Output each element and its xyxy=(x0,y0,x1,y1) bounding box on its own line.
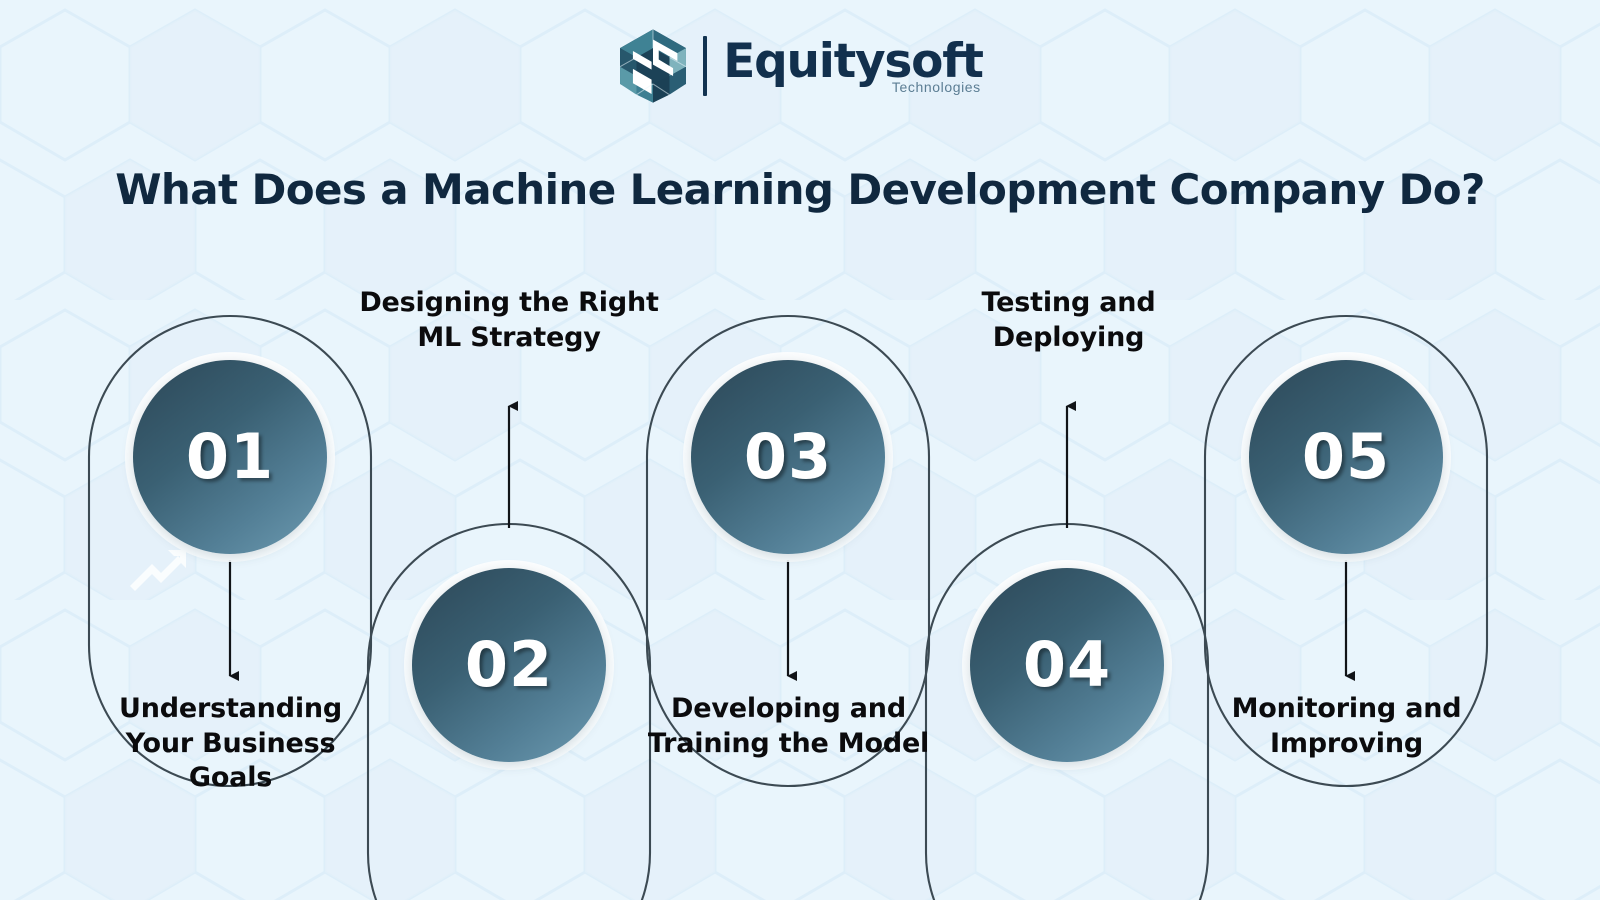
step-node-02[interactable]: 02 xyxy=(404,560,614,770)
logo-sub-wordmark: Technologies xyxy=(891,79,981,95)
step-label-02: Designing the Right ML Strategy xyxy=(359,287,659,353)
step-number: 05 xyxy=(1301,420,1391,493)
step-label-05: Monitoring and Improving xyxy=(1231,693,1462,759)
step-node-01[interactable]: 01 xyxy=(125,352,335,562)
brand-logo: Equitysoft Technologies xyxy=(0,26,1600,106)
step-number: 03 xyxy=(743,420,833,493)
step-node-04[interactable]: 04 xyxy=(962,560,1172,770)
node-disc: 01 xyxy=(133,360,327,554)
node-disc: 04 xyxy=(970,568,1164,762)
step-label-01: Understanding Your Business Goals xyxy=(118,693,343,794)
step-label-03: Developing and Training the Model xyxy=(647,693,930,759)
page-title: What Does a Machine Learning Development… xyxy=(115,165,1485,214)
step-number: 01 xyxy=(185,420,275,493)
step-number: 04 xyxy=(1022,628,1112,701)
step-label-04: Testing and Deploying xyxy=(981,287,1156,353)
hexagon-logo-mark-icon xyxy=(619,29,687,103)
step-node-05[interactable]: 05 xyxy=(1241,352,1451,562)
node-disc: 03 xyxy=(691,360,885,554)
node-disc: 05 xyxy=(1249,360,1443,554)
node-disc: 02 xyxy=(412,568,606,762)
logo-text: Equitysoft Technologies xyxy=(723,34,984,95)
step-node-03[interactable]: 03 xyxy=(683,352,893,562)
step-number: 02 xyxy=(464,628,554,701)
logo-wordmark: Equitysoft xyxy=(723,34,984,89)
logo-divider xyxy=(703,36,708,96)
